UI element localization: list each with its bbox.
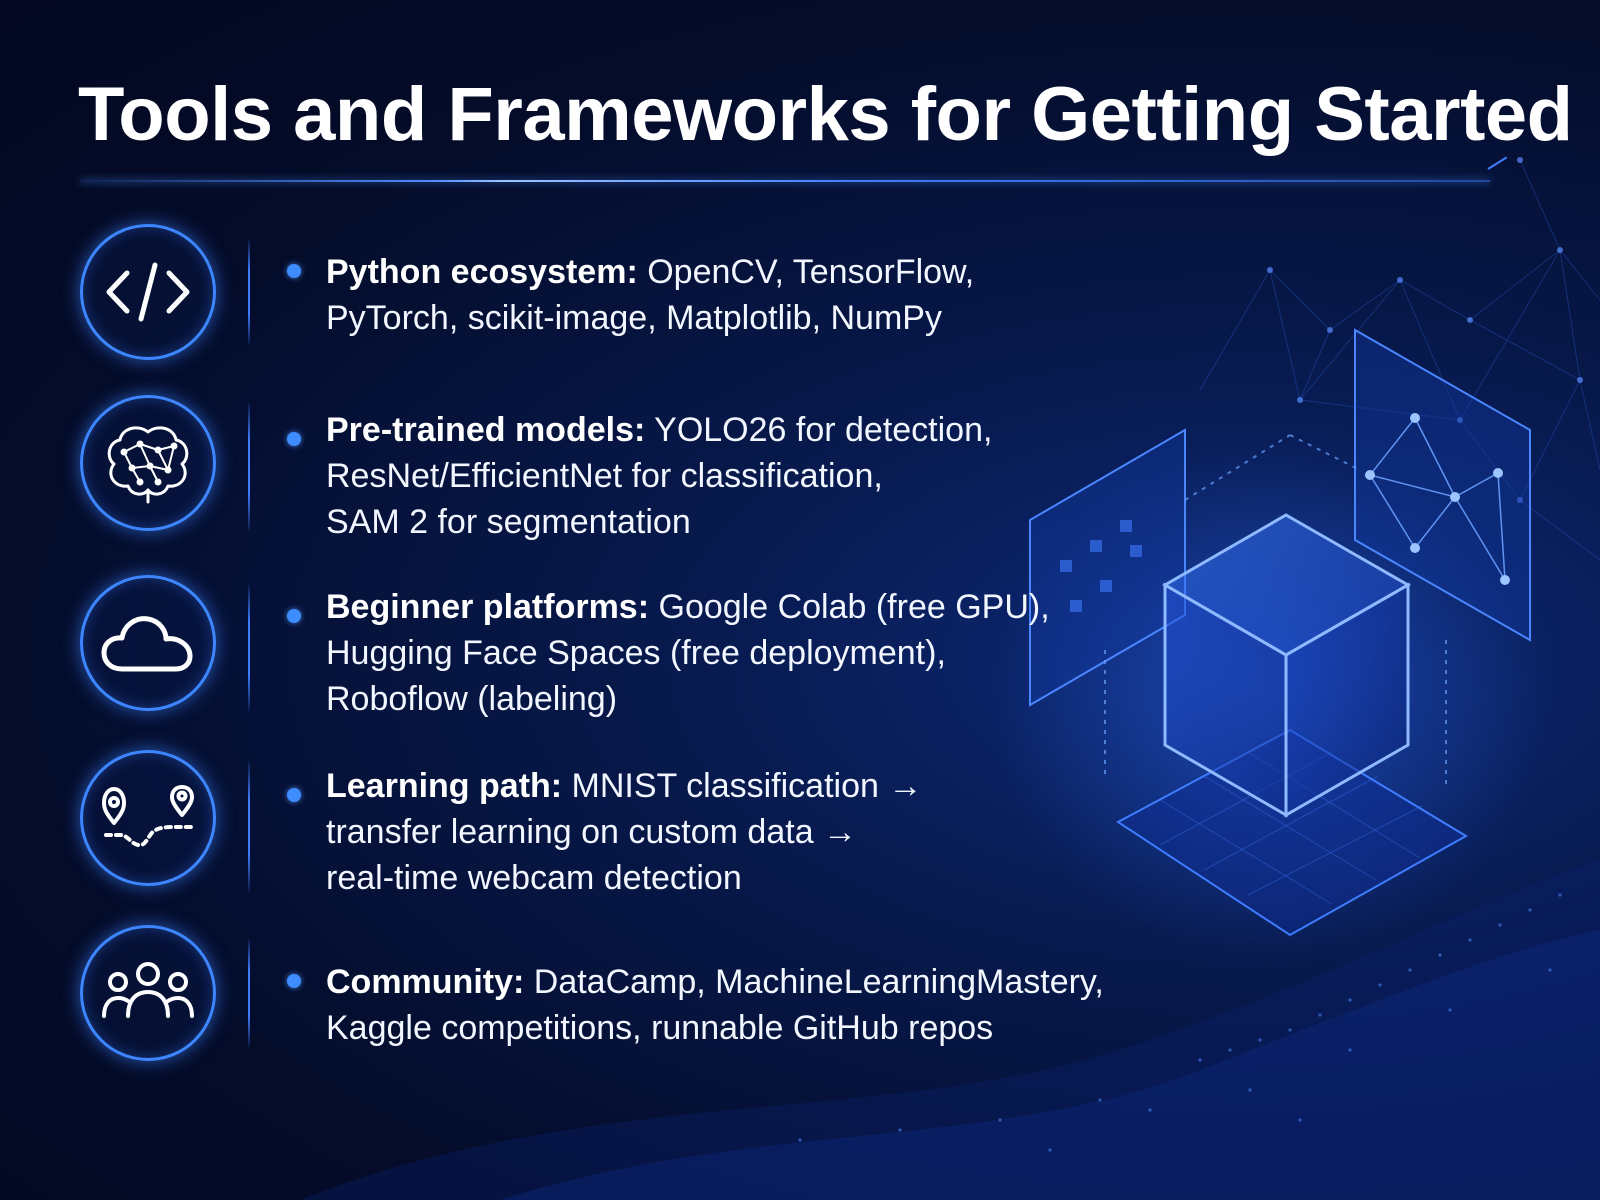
item-text: Python ecosystem: OpenCV, TensorFlow, Py… (326, 249, 1106, 341)
item-line: transfer learning on custom data → (326, 813, 858, 851)
particle-wave (300, 860, 1600, 1200)
brain-network-icon (80, 395, 216, 531)
item-line: Roboflow (labeling) (326, 680, 618, 718)
item-line: real-time webcam detection (326, 859, 742, 897)
item-label: Pre-trained models: (326, 411, 646, 449)
cloud-icon (80, 575, 216, 711)
bullet-dot (287, 974, 301, 988)
page-title: Tools and Frameworks for Getting Started (78, 72, 1573, 157)
item-line: MNIST classification → (562, 767, 923, 805)
item-label: Python ecosystem: (326, 253, 638, 291)
item-line: SAM 2 for segmentation (326, 503, 691, 541)
item-line: Kaggle competitions, runnable GitHub rep… (326, 1009, 994, 1047)
item-label: Learning path: (326, 767, 563, 805)
item-line: OpenCV, TensorFlow, (637, 253, 975, 291)
item-label: Beginner platforms: (326, 588, 650, 626)
item-text: Learning path: MNIST classification → tr… (326, 763, 1106, 901)
item-text: Pre-trained models: YOLO26 for detection… (326, 407, 1106, 545)
item-text: Community: DataCamp, MachineLearningMast… (326, 959, 1126, 1051)
item-line: YOLO26 for detection, (645, 411, 993, 449)
network-mesh (1199, 159, 1600, 561)
route-pins-icon (80, 750, 216, 886)
item-line: PyTorch, scikit-image, Matplotlib, NumPy (326, 299, 942, 337)
item-divider (248, 403, 250, 531)
item-divider (248, 585, 250, 711)
item-line: Google Colab (free GPU), (649, 588, 1050, 626)
item-text: Beginner platforms: Google Colab (free G… (326, 584, 1106, 722)
bullet-dot (287, 788, 301, 802)
floating-panel-right (1354, 328, 1531, 642)
item-divider (248, 939, 250, 1047)
item-line: Hugging Face Spaces (free deployment), (326, 634, 946, 672)
community-people-icon (80, 925, 216, 1061)
item-divider (248, 240, 250, 344)
item-label: Community: (326, 963, 525, 1001)
isometric-cube (1162, 513, 1412, 818)
bullet-dot (287, 264, 301, 278)
item-line: DataCamp, MachineLearningMastery, (524, 963, 1104, 1001)
bullet-dot (287, 609, 301, 623)
item-divider (248, 762, 250, 892)
code-icon (80, 224, 216, 360)
item-line: ResNet/EfficientNet for classification, (326, 457, 883, 495)
floating-panel-left (1029, 428, 1186, 707)
bullet-dot (287, 432, 301, 446)
title-underline (80, 180, 1490, 182)
